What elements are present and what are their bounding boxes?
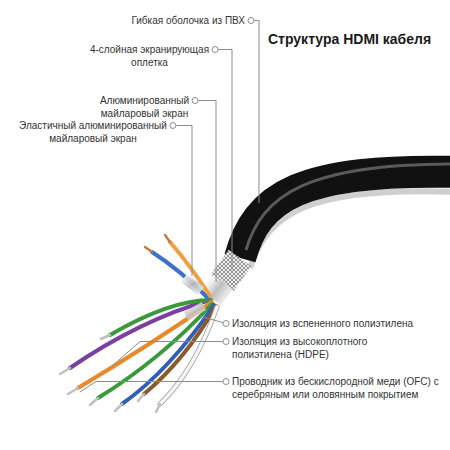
- leader-dot: [248, 18, 254, 24]
- wire-tip: [138, 394, 144, 401]
- leader-line: [215, 50, 232, 271]
- wire-tip: [165, 235, 170, 242]
- pair-foil: [186, 306, 204, 316]
- foil-shield: [211, 282, 223, 298]
- wire-tip: [101, 335, 110, 339]
- leader-line: [80, 382, 226, 393]
- leader-dot: [192, 98, 198, 104]
- part-label: 4-слойная экранирующая оплетка: [87, 44, 212, 69]
- wire: [122, 305, 214, 404]
- wire-tip: [68, 388, 78, 394]
- leader-dot: [223, 339, 229, 345]
- part-label: Гибкая оболочка из ПВХ: [105, 15, 245, 28]
- pair-foil: [184, 278, 201, 291]
- part-label: Изоляция из вспененного полиэтилена: [232, 318, 444, 331]
- wire: [170, 242, 210, 296]
- leader-dot: [212, 47, 218, 53]
- wire-outline: [160, 307, 217, 404]
- leader-dot: [223, 379, 229, 385]
- wire: [70, 300, 210, 368]
- wire-tip: [90, 398, 98, 405]
- wire-tip: [145, 247, 152, 252]
- leader-line: [112, 342, 226, 367]
- wire-bundle: [60, 235, 217, 412]
- leader-dot: [223, 321, 229, 327]
- leader-line: [251, 21, 259, 204]
- pvc-jacket: [240, 172, 450, 258]
- leader-dot: [170, 123, 176, 129]
- part-label: Изоляция из высокоплотного полиэтилена (…: [232, 336, 392, 361]
- part-label: Эластичный алюминированный майларовый эк…: [8, 120, 178, 145]
- part-label: Проводник из бескислородной меди (OFC) с…: [232, 376, 444, 401]
- wire-tip: [115, 404, 122, 411]
- leader-line: [200, 316, 226, 324]
- shield-braid: [222, 258, 240, 283]
- diagram-title: Структура HDMI кабеля: [268, 31, 431, 47]
- wire-tip: [156, 404, 160, 412]
- wire: [160, 307, 217, 404]
- leader-line: [173, 126, 192, 277]
- leader-line: [195, 101, 216, 283]
- wire: [152, 252, 208, 298]
- jacket-highlight: [246, 164, 450, 250]
- part-label: Алюминированный майларовый экран: [97, 95, 192, 120]
- wire-tip: [60, 368, 70, 374]
